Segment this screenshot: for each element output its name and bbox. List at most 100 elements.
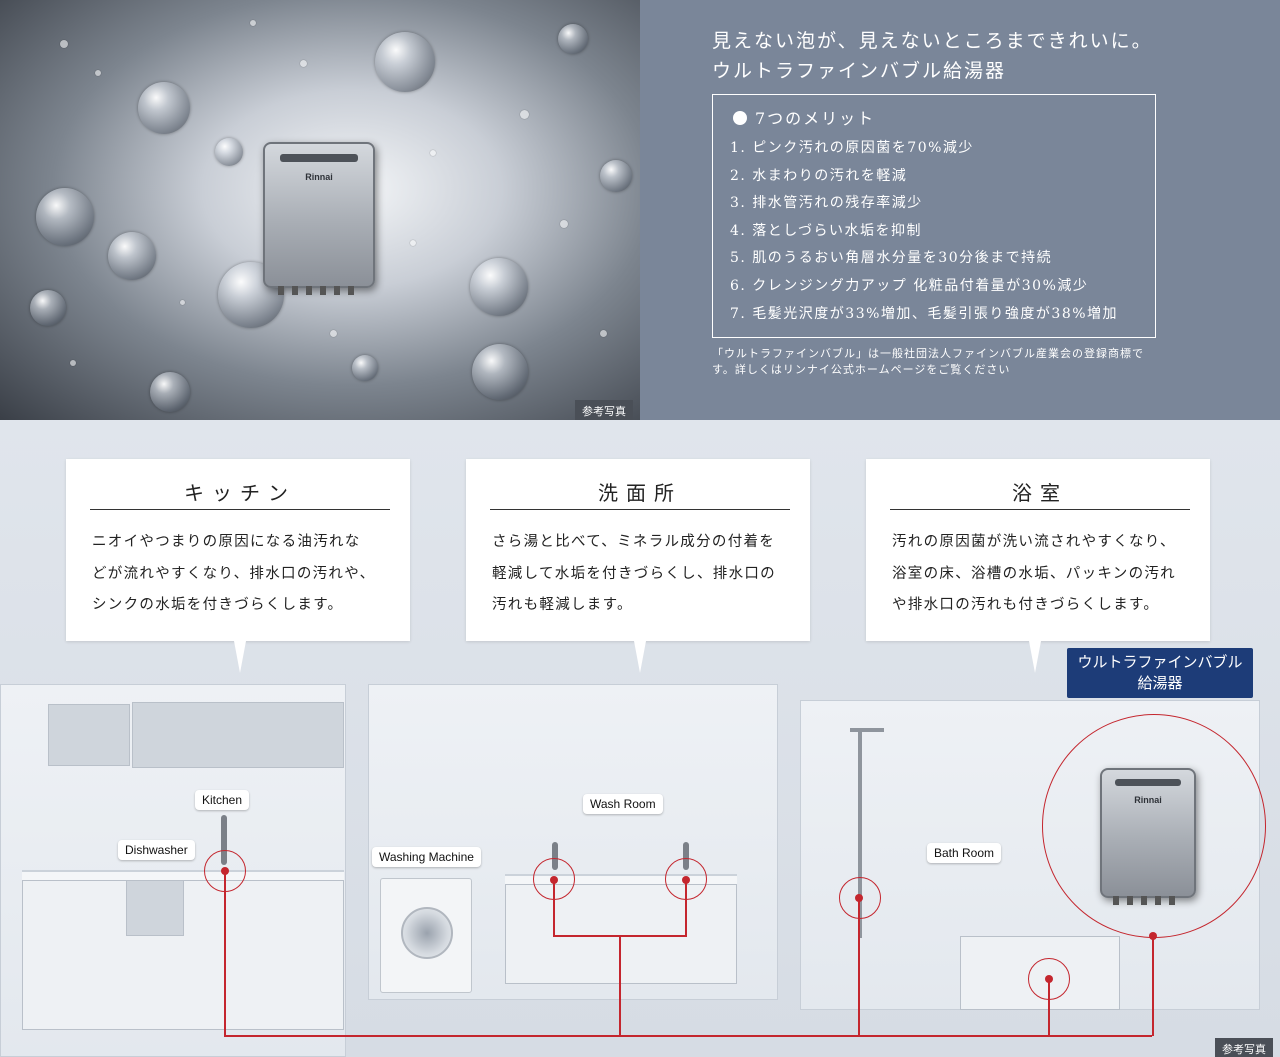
badge-line-1: ウルトラファインバブル bbox=[1077, 653, 1243, 671]
card-body: ニオイやつまりの原因になる油汚れなどが流れやすくなり、排水口の汚れや、シンクの水… bbox=[92, 527, 396, 622]
tub-ring bbox=[1028, 958, 1070, 1000]
bubble bbox=[215, 138, 243, 166]
shower-ring bbox=[839, 877, 881, 919]
bubble bbox=[30, 290, 66, 326]
card-line: さら湯と比べて、ミネラル成分の付着を bbox=[492, 534, 776, 550]
top-section: Rinnai 参考写真 見えない泡が、見えないところまできれいに。 ウルトラファ… bbox=[0, 0, 1280, 420]
card-title: キッチン bbox=[90, 477, 390, 510]
pipe-wash-right bbox=[685, 880, 687, 936]
merit-item: 5. 肌のうるおい角層水分量を30分後まで持続 bbox=[730, 250, 1053, 267]
headline-line-1: 見えない泡が、見えないところまできれいに。 bbox=[712, 30, 1153, 52]
washer-door bbox=[401, 907, 453, 959]
heater-badge: ウルトラファインバブル 給湯器 bbox=[1067, 648, 1253, 698]
heater-ring bbox=[1042, 714, 1266, 938]
droplet bbox=[520, 110, 529, 119]
pin bbox=[855, 894, 863, 902]
card-line: シンクの水垢を付きづらくします。 bbox=[92, 597, 344, 613]
vanity-counter bbox=[505, 874, 737, 884]
card-line: 汚れも軽減します。 bbox=[492, 597, 633, 613]
headline-line-2: ウルトラファインバブル給湯器 bbox=[712, 60, 1007, 82]
merit-item: 2. 水まわりの汚れを軽減 bbox=[730, 167, 908, 184]
bubble bbox=[138, 82, 190, 134]
droplet bbox=[560, 220, 568, 228]
wash-ring-right bbox=[665, 858, 707, 900]
bubble bbox=[558, 24, 588, 54]
bubble bbox=[600, 160, 632, 192]
pipe-wash-down bbox=[619, 935, 621, 1036]
pin bbox=[682, 876, 690, 884]
droplet bbox=[250, 20, 256, 26]
droplet bbox=[430, 150, 436, 156]
bubble bbox=[150, 372, 190, 412]
droplet bbox=[300, 60, 307, 67]
pipe-tub bbox=[1048, 980, 1050, 1036]
kitchen-counter bbox=[22, 870, 344, 880]
reference-photo-tag-bottom: 参考写真 bbox=[1215, 1038, 1273, 1057]
label-wash-room: Wash Room bbox=[583, 794, 663, 814]
pipe-kitchen bbox=[224, 870, 226, 1036]
merit-item: 3. 排水管汚れの残存率減少 bbox=[730, 195, 923, 212]
pin bbox=[1149, 932, 1157, 940]
droplet bbox=[60, 40, 68, 48]
droplet bbox=[330, 330, 337, 337]
card-body: 汚れの原因菌が洗い流されやすくなり、浴室の床、浴槽の水垢、パッキンの汚れや排水口… bbox=[892, 527, 1196, 622]
range-hood bbox=[48, 704, 130, 766]
card-line: どが流れやすくなり、排水口の汚れや、 bbox=[92, 565, 376, 582]
merits-list: 1. ピンク汚れの原因菌を70%減少 2. 水まわりの汚れを軽減 3. 排水管汚… bbox=[730, 135, 1118, 328]
merits-title-text: 7つのメリット bbox=[755, 109, 876, 128]
reference-photo-tag: 参考写真 bbox=[575, 400, 633, 420]
bubble bbox=[108, 232, 156, 280]
kitchen-ring bbox=[204, 850, 246, 892]
pin bbox=[1045, 975, 1053, 983]
bubble bbox=[36, 188, 94, 246]
upper-cabinets bbox=[132, 702, 344, 768]
bubble bbox=[375, 32, 435, 92]
bubble bbox=[352, 355, 378, 381]
pipe-shower bbox=[858, 900, 860, 1036]
water-heater-image: Rinnai bbox=[263, 142, 375, 295]
dishwasher bbox=[126, 880, 184, 936]
droplet bbox=[95, 70, 101, 76]
droplet bbox=[410, 240, 416, 246]
vanity-faucet-left bbox=[552, 842, 558, 870]
label-washing-machine: Washing Machine bbox=[372, 847, 481, 867]
label-dishwasher: Dishwasher bbox=[118, 840, 195, 860]
card-line: 軽減して水垢を付きづらくし、排水口の bbox=[492, 565, 776, 582]
card-line: や排水口の汚れも付きづらくします。 bbox=[892, 597, 1160, 613]
label-kitchen: Kitchen bbox=[195, 790, 250, 810]
heater-logo: Rinnai bbox=[305, 172, 333, 183]
trademark-note: 「ウルトラファインバブル」は一般社団法人ファインバブル産業会の登録商標で す。詳… bbox=[712, 346, 1192, 378]
bubble bbox=[470, 258, 528, 316]
merits-title: 7つのメリット bbox=[733, 105, 875, 129]
shower-pole bbox=[858, 728, 862, 938]
headline: 見えない泡が、見えないところまできれいに。 ウルトラファインバブル給湯器 bbox=[712, 26, 1153, 86]
pipe-heater bbox=[1152, 936, 1154, 1036]
kitchen-card: キッチン ニオイやつまりの原因になる油汚れなどが流れやすくなり、排水口の汚れや、… bbox=[66, 459, 410, 673]
card-line: 浴室の床、浴槽の水垢、パッキンの汚れ bbox=[892, 565, 1176, 582]
card-title: 浴室 bbox=[890, 477, 1190, 510]
bubble bbox=[472, 344, 528, 400]
card-line: 汚れの原因菌が洗い流されやすくなり、 bbox=[892, 534, 1176, 550]
shower-head bbox=[850, 728, 884, 732]
merits-box: 7つのメリット 1. ピンク汚れの原因菌を70%減少 2. 水まわりの汚れを軽減… bbox=[712, 94, 1156, 338]
card-line: ニオイやつまりの原因になる油汚れな bbox=[92, 534, 361, 550]
pin bbox=[550, 876, 558, 884]
merit-item: 6. クレンジング力アップ 化粧品付着量が30%減少 bbox=[730, 277, 1089, 294]
heater-pipes bbox=[277, 286, 361, 295]
droplet bbox=[70, 360, 76, 366]
pipe-wash-left bbox=[553, 880, 555, 936]
card-title: 洗面所 bbox=[490, 477, 790, 510]
kitchen-faucet bbox=[221, 815, 227, 865]
merit-item: 1. ピンク汚れの原因菌を70%減少 bbox=[730, 140, 974, 156]
label-bath-room: Bath Room bbox=[927, 843, 1002, 863]
washing-machine bbox=[380, 878, 472, 993]
droplet bbox=[180, 300, 185, 305]
badge-line-2: 給湯器 bbox=[1137, 674, 1183, 692]
merit-item: 7. 毛髪光沢度が33%増加、毛髪引張り強度が38%増加 bbox=[730, 305, 1119, 322]
vanity-faucet-right bbox=[683, 842, 689, 870]
note-line-1: 「ウルトラファインバブル」は一般社団法人ファインバブル産業会の登録商標で bbox=[712, 347, 1144, 360]
card-body: さら湯と比べて、ミネラル成分の付着を軽減して水垢を付きづらくし、排水口の汚れも軽… bbox=[492, 527, 796, 622]
pin bbox=[221, 867, 229, 875]
vanity-cabinet bbox=[505, 884, 737, 984]
pipe-main bbox=[224, 1035, 1152, 1037]
